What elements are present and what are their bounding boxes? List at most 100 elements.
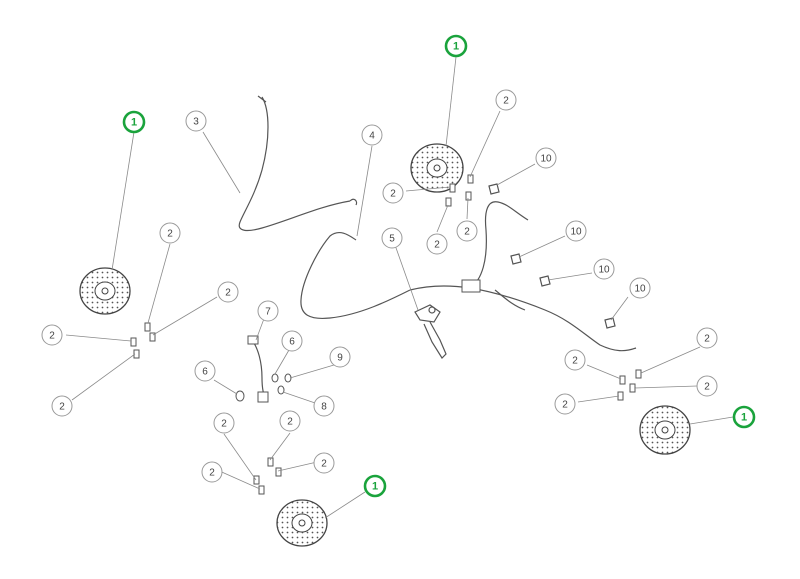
callout: 8: [313, 395, 335, 417]
callout: 2: [213, 412, 235, 434]
callout: 2: [159, 222, 181, 244]
callout-circle: [217, 281, 239, 303]
callout: 3: [185, 110, 207, 132]
callout-circle: [535, 147, 557, 169]
brake-hose-4: [300, 232, 411, 320]
callout-circle: [329, 346, 351, 368]
callout-circle: [456, 220, 478, 242]
junction-block: [461, 279, 481, 293]
washer-8: [277, 385, 285, 395]
callout-highlighted: 1: [444, 34, 468, 58]
clip-10-d: [604, 317, 616, 329]
brake-disc-top: [410, 143, 464, 193]
callout-number: 2: [464, 227, 470, 238]
callout-number: 10: [570, 227, 582, 238]
callout-number: 7: [265, 307, 271, 318]
callout-number: 2: [390, 189, 396, 200]
brake-cable-3: [238, 96, 351, 232]
brake-hose-upper: [469, 201, 529, 289]
callout: 2: [313, 452, 335, 474]
brake-disc-bottom: [276, 499, 328, 547]
callout-circle: [159, 222, 181, 244]
callout: 2: [201, 461, 223, 483]
callout: 4: [361, 124, 383, 146]
callout-circle: [185, 110, 207, 132]
callout: 2: [554, 393, 576, 415]
callout-circle: [194, 360, 216, 382]
callout-circle: [281, 330, 303, 352]
callout-circle: [382, 182, 404, 204]
callout-number: 2: [503, 96, 509, 107]
callout-number: 10: [634, 284, 646, 295]
callout-circle: [554, 393, 576, 415]
cable-end-fitting: [257, 95, 358, 206]
callout-circle: [257, 300, 279, 322]
callout-circle: [564, 349, 586, 371]
callout-circle: [201, 461, 223, 483]
callout-number: 2: [287, 417, 293, 428]
callout-number: 8: [321, 402, 327, 413]
bolts: [130, 174, 642, 495]
callout-circle: [696, 327, 718, 349]
leader-lines: [65, 56, 734, 519]
callout: 2: [495, 89, 517, 111]
callout: 6: [281, 330, 303, 352]
callout: 2: [456, 220, 478, 242]
callout: 10: [565, 220, 587, 242]
callout-number: 10: [540, 154, 552, 165]
callout-number: 2: [704, 334, 710, 345]
callout: 2: [696, 375, 718, 397]
callout-number: 2: [209, 468, 215, 479]
callout-number: 2: [321, 459, 327, 470]
callout-number: 6: [202, 367, 208, 378]
callout-number: 2: [221, 419, 227, 430]
callout-number: 3: [193, 117, 199, 128]
clip-10-b: [510, 253, 522, 265]
callout: 10: [629, 277, 651, 299]
callout-circle: [122, 110, 146, 134]
callout-circle: [381, 227, 403, 249]
callout-number: 2: [572, 356, 578, 367]
callout: 2: [382, 182, 404, 204]
callout-circle: [313, 452, 335, 474]
callout-number: 9: [337, 353, 343, 364]
callout-number: 10: [598, 265, 610, 276]
callout: 7: [257, 300, 279, 322]
callout-highlighted: 1: [363, 474, 387, 498]
callout-number: 1: [741, 412, 747, 424]
callout: 2: [564, 349, 586, 371]
callout-highlighted: 1: [122, 110, 146, 134]
callout-number: 2: [225, 288, 231, 299]
callout-number: 2: [434, 240, 440, 251]
brake-lever-5: [414, 304, 447, 359]
brake-disc-right: [639, 405, 691, 455]
callout-number: 2: [59, 402, 65, 413]
callout-circle: [279, 410, 301, 432]
callout-circle: [313, 395, 335, 417]
callout-number: 2: [704, 382, 710, 393]
callout-labels: 1 1 1 1 2 2 2 2 2 2 2 2 2 2 2 2 2 2 2 2 3 4 5 6 6 7 8 9 10 10 10 10: [41, 34, 756, 498]
callout-circle: [41, 324, 63, 346]
callout-circle: [444, 34, 468, 58]
callout: 5: [381, 227, 403, 249]
callout: 2: [426, 233, 448, 255]
brake-hose-branch: [494, 289, 526, 311]
callout: 10: [593, 258, 615, 280]
clip-10-c: [539, 275, 551, 287]
callout-circle: [629, 277, 651, 299]
callout-circle: [565, 220, 587, 242]
callout: 2: [41, 324, 63, 346]
callout-circle: [696, 375, 718, 397]
callout-circle: [732, 405, 756, 429]
callout-circle: [593, 258, 615, 280]
callout-number: 1: [453, 41, 459, 53]
callout: 9: [329, 346, 351, 368]
callout-number: 5: [389, 234, 395, 245]
callout-number: 1: [372, 481, 378, 493]
callout-circle: [426, 233, 448, 255]
callout-number: 2: [562, 400, 568, 411]
brake-hose-main: [409, 285, 637, 352]
brake-disc-left: [79, 267, 131, 315]
washer-6-left: [235, 390, 245, 402]
